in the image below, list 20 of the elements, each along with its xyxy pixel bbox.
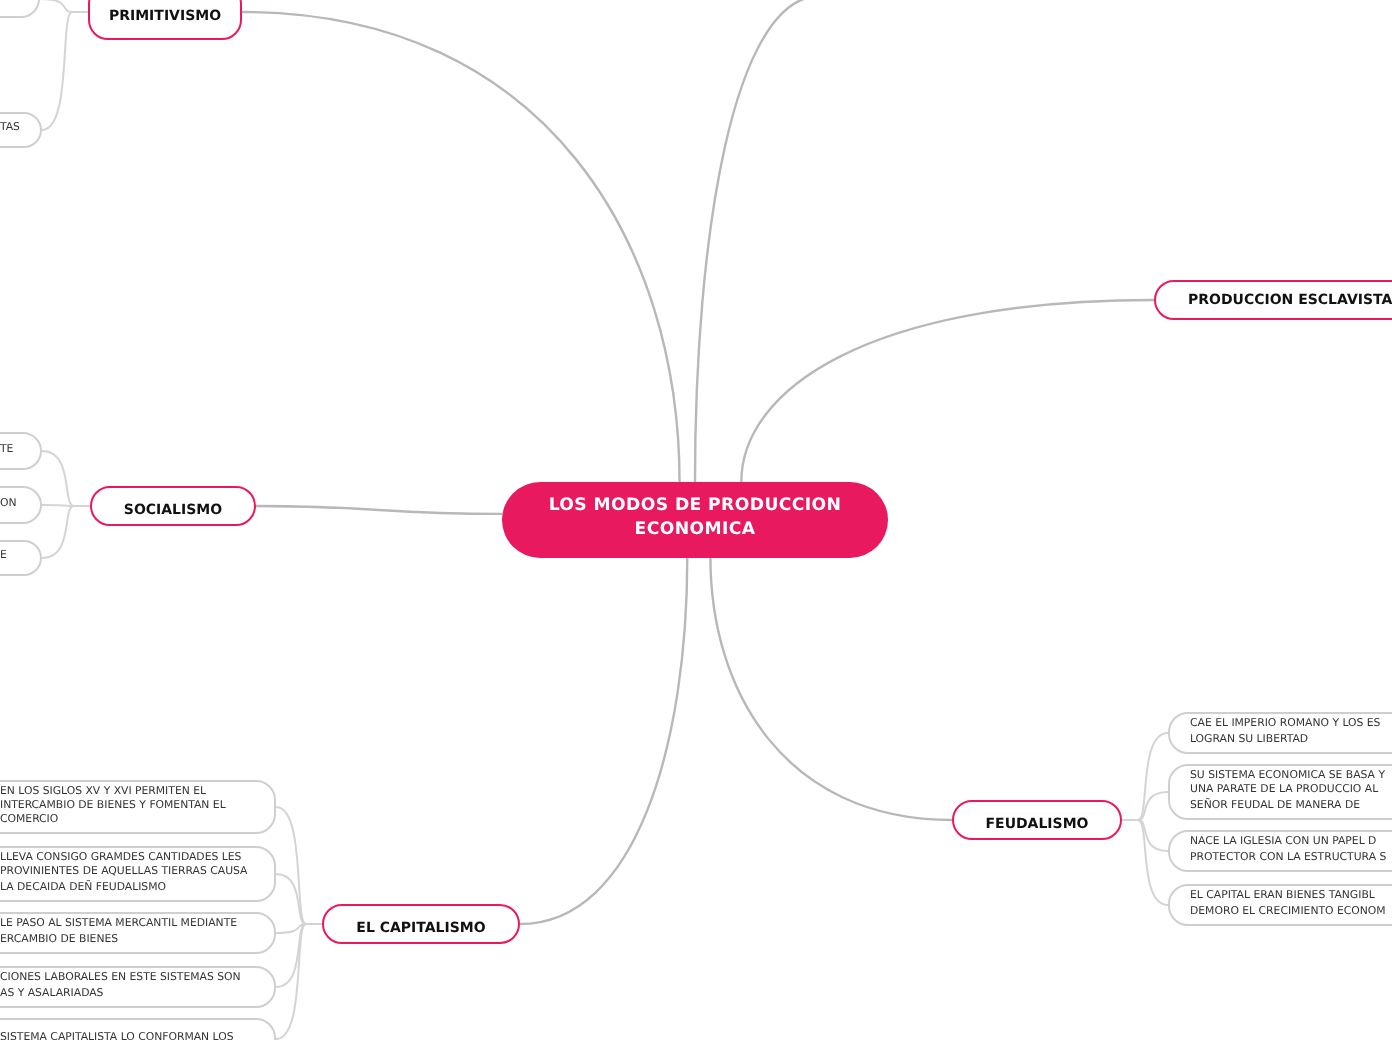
subtopic-box [1168,764,1392,820]
connector-line [241,10,681,483]
subtopic-box [1168,830,1392,872]
connector-line [256,504,502,516]
topic-box [1154,280,1392,320]
subtopic-box [1168,884,1392,926]
connector-line [740,298,1155,483]
central-topic [502,482,888,558]
central-topic-text: LOS MODOS DE PRODUCCION ECONOMICA [546,496,844,544]
connector-line [41,11,89,131]
connector-line [1121,819,1169,906]
topic-box [322,904,520,944]
connector-line [275,923,323,1040]
topic-box [88,0,242,40]
connector-line [709,557,953,822]
topic-box [90,486,256,526]
connector-line [519,557,689,926]
topic-box [952,800,1122,840]
connector-line [41,505,91,559]
subtopic-box [1168,712,1392,754]
